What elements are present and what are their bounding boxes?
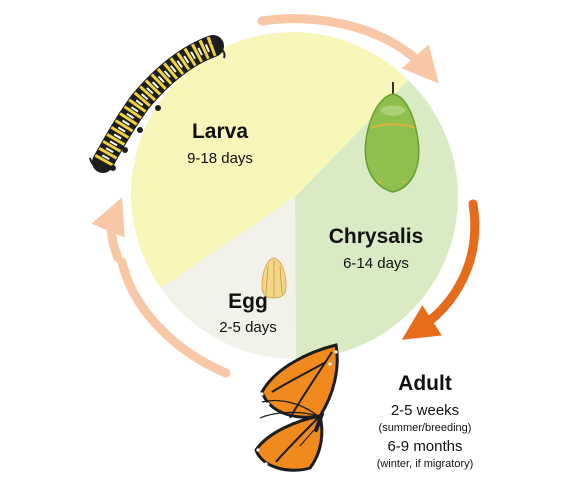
larva-duration: 9-18 days	[168, 149, 272, 169]
chrysalis-duration: 6-14 days	[318, 254, 434, 274]
egg-name: Egg	[208, 290, 288, 314]
adult-winter-duration: 6-9 months	[350, 437, 500, 457]
arrow-egg-to-larva	[112, 214, 118, 258]
larva-label: Larva 9-18 days	[168, 120, 272, 169]
adult-summer-note: (summer/breeding)	[350, 421, 500, 435]
adult-winter-note: (winter, if migratory)	[350, 457, 500, 471]
adult-name: Adult	[350, 372, 500, 396]
cycle-disc	[131, 32, 458, 359]
larva-name: Larva	[168, 120, 272, 144]
egg-duration: 2-5 days	[208, 318, 288, 338]
egg-label: Egg 2-5 days	[208, 290, 288, 338]
chrysalis-label: Chrysalis 6-14 days	[318, 225, 434, 274]
butterfly-icon	[256, 345, 338, 470]
chrysalis-name: Chrysalis	[318, 225, 434, 249]
adult-label: Adult 2-5 weeks (summer/breeding) 6-9 mo…	[350, 372, 500, 471]
adult-summer-duration: 2-5 weeks	[350, 401, 500, 421]
